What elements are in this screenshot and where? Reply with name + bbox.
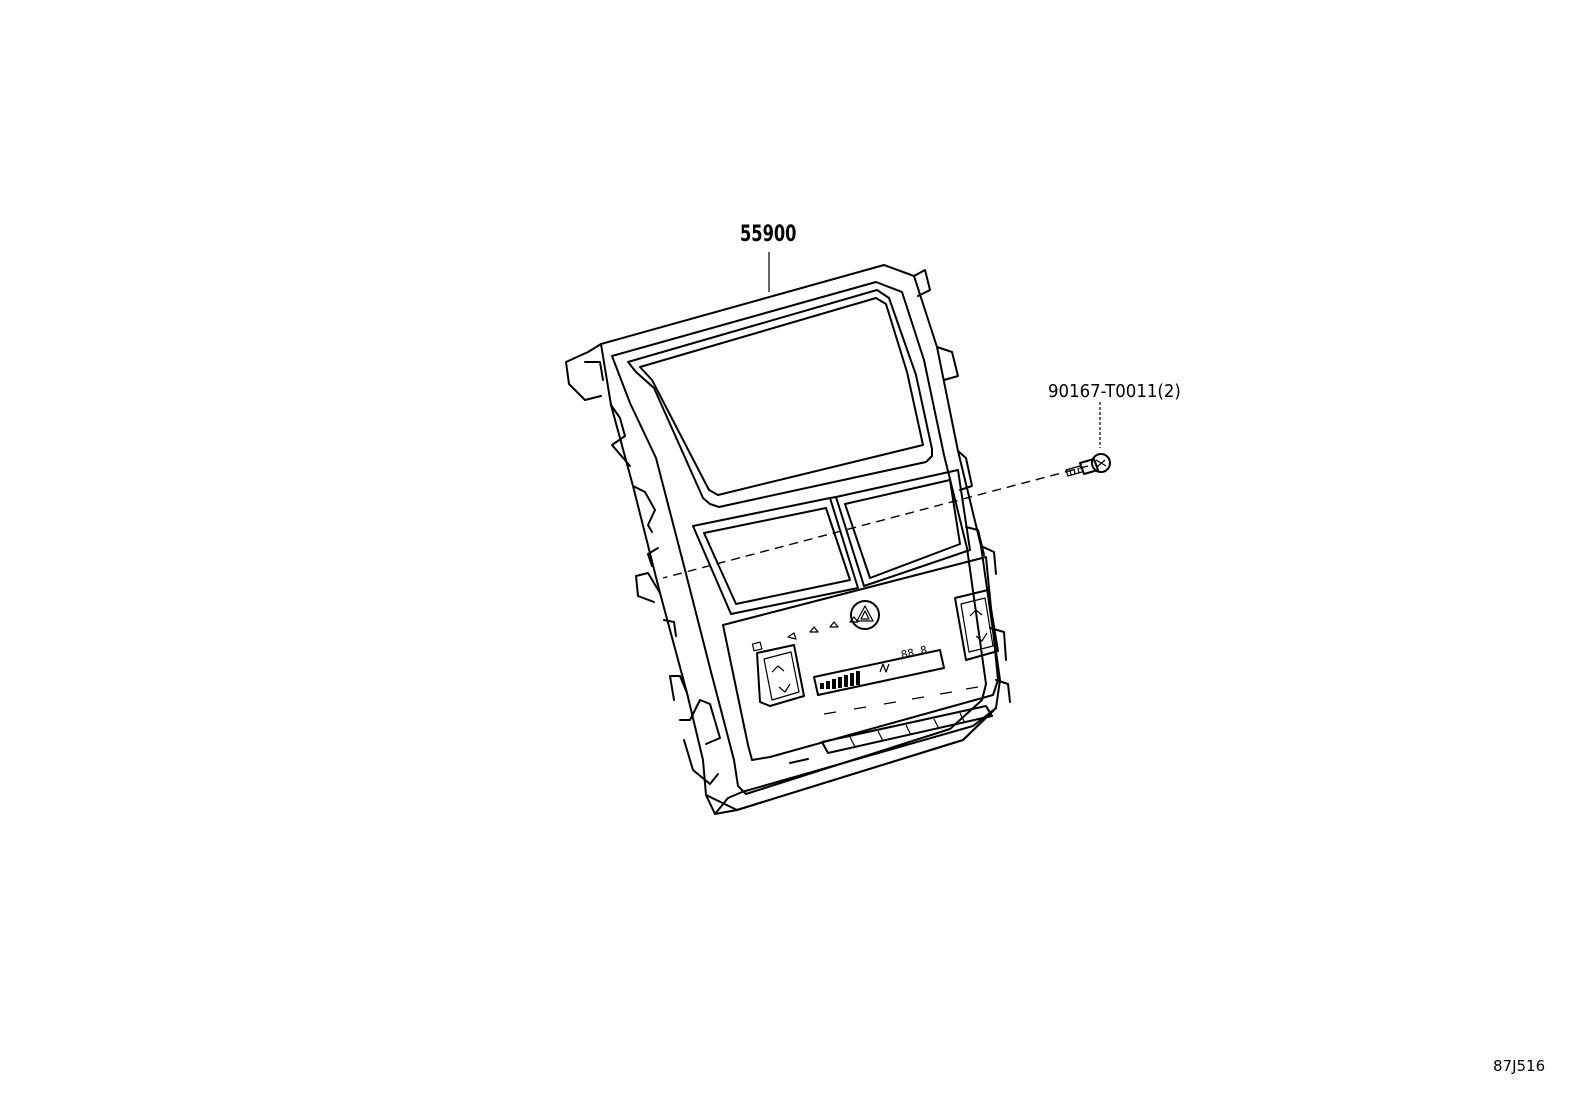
figure-code: 87J516 <box>1493 1057 1546 1075</box>
screw-90167 <box>1065 453 1111 477</box>
callout-55900: 55900 <box>740 222 797 247</box>
left-temp-rocker <box>756 644 805 707</box>
left-brackets <box>565 343 721 785</box>
right-brackets <box>913 269 1011 703</box>
hazard-button-shape <box>850 600 880 630</box>
heat-wave-icon <box>879 663 890 673</box>
callout-90167-T0011: 90167-T0011(2) <box>1048 381 1181 402</box>
fan-level-bars <box>820 671 860 689</box>
right-temp-rocker <box>954 589 999 661</box>
alignment-dashed-line <box>662 465 1089 579</box>
display-strip <box>813 649 945 696</box>
button-slot <box>821 705 993 754</box>
button-row <box>823 686 979 715</box>
center-panel-assembly <box>565 264 1011 815</box>
function-icons-row <box>751 616 859 652</box>
